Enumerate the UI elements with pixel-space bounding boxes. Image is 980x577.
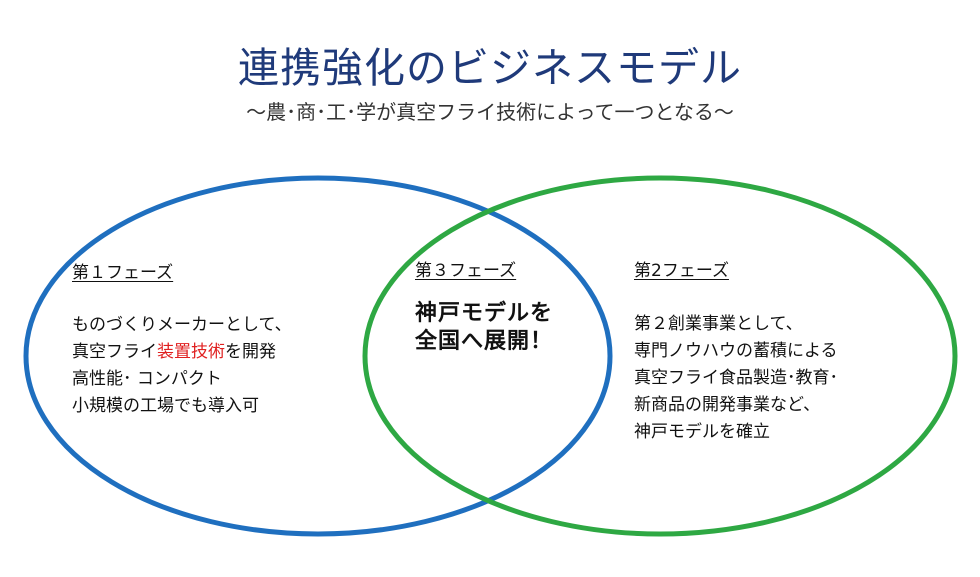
phase1-description: ものづくりメーカーとして、 真空フライ装置技術を開発 高性能･ コンパクト 小規… — [72, 312, 292, 420]
phase1-heading: 第１フェーズ — [72, 263, 174, 283]
phase2-line: 専門ノウハウの蓄積による — [634, 341, 838, 361]
phase3-line: 神戸モデルを — [415, 301, 554, 326]
phase2-line: 新商品の開発事業など、 — [634, 395, 821, 415]
phase3-line: 全国へ展開！ — [415, 329, 554, 354]
phase1-line-text: 真空フライ — [72, 342, 157, 362]
phase2-heading: 第2フェーズ — [634, 261, 729, 281]
phase2-line: 真空フライ食品製造･教育･ — [634, 368, 838, 388]
phase2-description: 第２創業事業として、 専門ノウハウの蓄積による 真空フライ食品製造･教育･ 新商… — [634, 311, 838, 446]
phase1-line: 真空フライ装置技術を開発 — [72, 339, 292, 366]
phase1-line: 高性能･ コンパクト — [72, 369, 222, 389]
phase2-line: 神戸モデルを確立 — [634, 422, 770, 442]
highlight-text: 装置技術 — [157, 342, 225, 362]
phase2-line: 第２創業事業として、 — [634, 314, 803, 334]
phase1-line-text: を開発 — [225, 342, 276, 362]
page-title: 連携強化のビジネスモデル — [238, 44, 742, 92]
phase2-circle — [362, 175, 958, 537]
phase1-line: 小規模の工場でも導入可 — [72, 396, 259, 416]
phase3-heading: 第３フェーズ — [415, 261, 517, 281]
phase1-line: ものづくりメーカーとして、 — [72, 315, 292, 335]
page-subtitle: ～農･商･工･学が真空フライ技術によって一つとなる～ — [246, 100, 734, 124]
phase3-description: 神戸モデルを 全国へ展開！ — [415, 300, 553, 356]
phase1-circle — [23, 175, 613, 537]
